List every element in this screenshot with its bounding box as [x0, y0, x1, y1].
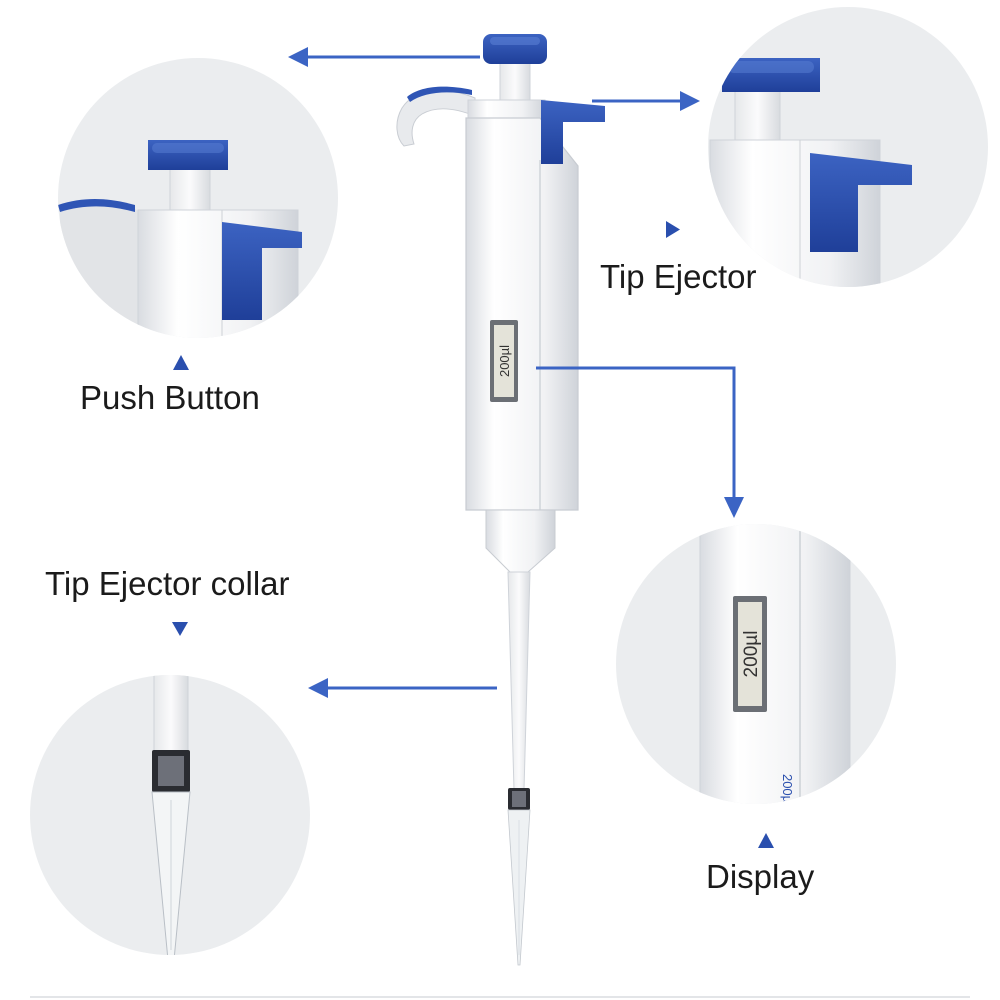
- tip-ejector-button: [541, 100, 605, 164]
- pipette: 200µl: [396, 34, 605, 966]
- plunger-shaft: [499, 57, 531, 101]
- arrows: [288, 47, 744, 698]
- arrow-right-icon: [592, 91, 700, 111]
- triangle-pointer-up-icon: [173, 355, 189, 370]
- label-tip-ejector: Tip Ejector: [600, 258, 757, 295]
- finger-hook-blue-edge: [407, 86, 472, 102]
- triangle-pointer-right-icon: [666, 221, 680, 238]
- label-tip-ejector-collar: Tip Ejector collar: [45, 565, 290, 602]
- arrow-left-icon: [308, 678, 497, 698]
- triangle-pointer-up-icon: [758, 833, 774, 848]
- pipette-body: [465, 117, 579, 511]
- zoom-display: 200µl 200µl: [616, 524, 896, 806]
- zoom-tip-ejector: [708, 7, 988, 287]
- zoom-side-marking: 200µl: [780, 774, 795, 806]
- zoom-tip-ejector-collar: [30, 675, 310, 955]
- label-push-button: Push Button: [80, 379, 260, 416]
- arrow-left-icon: [288, 47, 480, 67]
- display-reading: 200µl: [497, 345, 512, 377]
- zoom-display-reading: 200µl: [741, 631, 762, 678]
- arrow-down-icon: [536, 366, 744, 518]
- body-lower-cone: [485, 509, 556, 573]
- triangle-pointer-down-icon: [172, 622, 188, 636]
- label-display: Display: [706, 858, 815, 895]
- zoom-push-button: [58, 58, 338, 338]
- pipette-shaft: [507, 571, 531, 791]
